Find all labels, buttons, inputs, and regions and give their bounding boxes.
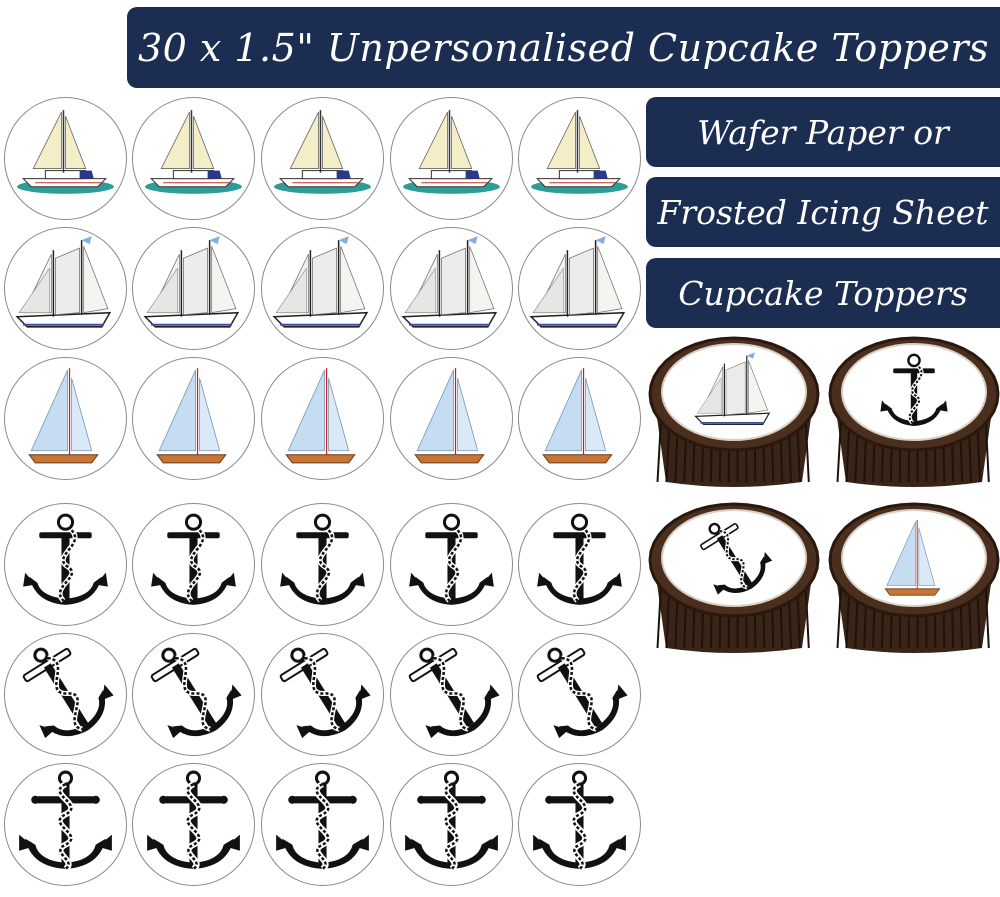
anchor-tilted-icon [22, 647, 114, 739]
dinghy-icon [414, 368, 485, 464]
topper-anchor-wrapped [518, 763, 641, 886]
cupcake-anchor-tilted [648, 498, 820, 656]
label-frosted-icing-text: Frosted Icing Sheet [657, 192, 989, 232]
label-wafer-paper-text: Wafer Paper or [697, 112, 949, 152]
topper-dinghy [4, 357, 127, 480]
dinghy-icon [542, 368, 613, 464]
topper-anchor-wrapped [261, 763, 384, 886]
schooner-icon [401, 236, 498, 328]
topper-yacht [518, 97, 641, 220]
anchor-rope-icon [409, 513, 494, 605]
topper-grid [4, 97, 644, 887]
topper-schooner [390, 227, 513, 350]
topper-yacht [4, 97, 127, 220]
topper-anchor-tilted [132, 633, 255, 756]
yacht-icon [531, 110, 628, 194]
anchor-wrapped-icon [533, 770, 626, 872]
cupcake-schooner [648, 332, 820, 490]
topper-anchor-tilted [518, 633, 641, 756]
title-banner: 30 x 1.5" Unpersonalised Cupcake Toppers [127, 7, 1000, 88]
yacht-icon [17, 110, 114, 194]
topper-dinghy [390, 357, 513, 480]
topper-anchor-wrapped [390, 763, 513, 886]
anchor-wrapped-icon [405, 770, 498, 872]
topper-anchor-tilted [390, 633, 513, 756]
cupcake-case-icon [828, 502, 1000, 653]
cupcake-case-icon [648, 502, 820, 653]
anchor-tilted-icon [536, 647, 628, 739]
topper-schooner [261, 227, 384, 350]
topper-anchor-rope [132, 503, 255, 626]
dinghy-icon [156, 368, 227, 464]
topper-yacht [390, 97, 513, 220]
yacht-icon [145, 110, 242, 194]
label-cupcake-toppers-text: Cupcake Toppers [678, 273, 968, 313]
topper-dinghy [518, 357, 641, 480]
topper-anchor-rope [518, 503, 641, 626]
topper-schooner [132, 227, 255, 350]
cupcake-case-icon [828, 336, 1000, 487]
cupcake-dinghy [828, 498, 1000, 656]
anchor-wrapped-icon [276, 770, 369, 872]
topper-anchor-rope [261, 503, 384, 626]
schooner-icon [529, 236, 626, 328]
topper-anchor-rope [4, 503, 127, 626]
schooner-icon [272, 236, 369, 328]
label-cupcake-toppers: Cupcake Toppers [646, 258, 1000, 328]
topper-schooner [518, 227, 641, 350]
anchor-wrapped-icon [19, 770, 112, 872]
label-wafer-paper: Wafer Paper or [646, 97, 1000, 167]
topper-dinghy [132, 357, 255, 480]
dinghy-icon [28, 368, 99, 464]
anchor-rope-icon [151, 513, 236, 605]
page-title: 30 x 1.5" Unpersonalised Cupcake Toppers [137, 25, 990, 70]
dinghy-icon [285, 368, 356, 464]
topper-anchor-wrapped [132, 763, 255, 886]
topper-yacht [261, 97, 384, 220]
anchor-wrapped-icon [147, 770, 240, 872]
topper-anchor-rope [390, 503, 513, 626]
anchor-tilted-icon [279, 647, 371, 739]
anchor-rope-icon [537, 513, 622, 605]
anchor-rope-icon [23, 513, 108, 605]
topper-schooner [4, 227, 127, 350]
schooner-icon [143, 236, 240, 328]
anchor-tilted-icon [150, 647, 242, 739]
topper-anchor-tilted [261, 633, 384, 756]
topper-anchor-tilted [4, 633, 127, 756]
label-frosted-icing: Frosted Icing Sheet [646, 177, 1000, 247]
topper-dinghy [261, 357, 384, 480]
schooner-icon [15, 236, 112, 328]
yacht-icon [403, 110, 500, 194]
topper-yacht [132, 97, 255, 220]
anchor-rope-icon [280, 513, 365, 605]
cupcake-previews [648, 332, 1000, 662]
cupcake-case-icon [648, 336, 820, 487]
cupcake-anchor-rope [828, 332, 1000, 490]
topper-anchor-wrapped [4, 763, 127, 886]
yacht-icon [274, 110, 371, 194]
anchor-tilted-icon [408, 647, 500, 739]
